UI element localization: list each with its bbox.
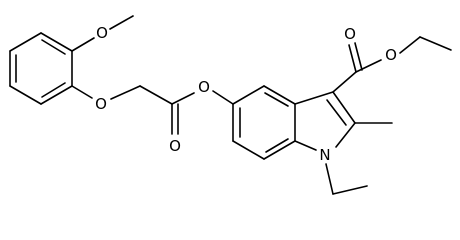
- bond: [419, 36, 452, 51]
- bond-inner: [41, 82, 66, 98]
- bond: [9, 85, 42, 105]
- bond: [232, 140, 265, 160]
- bond: [332, 91, 356, 124]
- bond: [325, 163, 334, 195]
- bond: [171, 92, 195, 105]
- bond: [332, 185, 368, 195]
- bond: [326, 99, 347, 126]
- atom-o-methoxy: O: [96, 24, 108, 42]
- bond-inner: [264, 92, 289, 107]
- bond: [355, 59, 382, 73]
- bond: [354, 42, 363, 71]
- bond: [263, 85, 296, 105]
- bond: [71, 37, 95, 52]
- bond: [40, 32, 73, 52]
- atom-labels: O O O O O O N: [95, 24, 397, 164]
- bond: [335, 122, 356, 148]
- bond: [139, 85, 173, 105]
- bond-inner: [265, 138, 289, 153]
- bond: [294, 140, 317, 151]
- atom-o-carbonyl-left: O: [169, 137, 181, 155]
- bond: [9, 32, 42, 52]
- bond: [110, 85, 141, 100]
- atom-o-carbonyl-right: O: [344, 25, 356, 43]
- atom-o-ester-right: O: [385, 46, 397, 64]
- bond-inner: [41, 39, 66, 55]
- atom-o-ester-left: O: [198, 78, 210, 96]
- bonds: [9, 15, 452, 195]
- atom-o-aryl-ether: O: [95, 95, 107, 113]
- bond: [332, 71, 357, 93]
- bond: [263, 140, 296, 160]
- chemical-structure: O O O O O O N: [9, 15, 452, 195]
- bond: [399, 36, 421, 54]
- bond: [348, 44, 357, 73]
- bond: [212, 90, 234, 105]
- bond: [294, 91, 334, 105]
- bond: [71, 85, 93, 99]
- bond: [232, 85, 265, 105]
- atom-n-indole: N: [319, 146, 330, 164]
- bond: [109, 15, 134, 30]
- bond: [40, 85, 73, 105]
